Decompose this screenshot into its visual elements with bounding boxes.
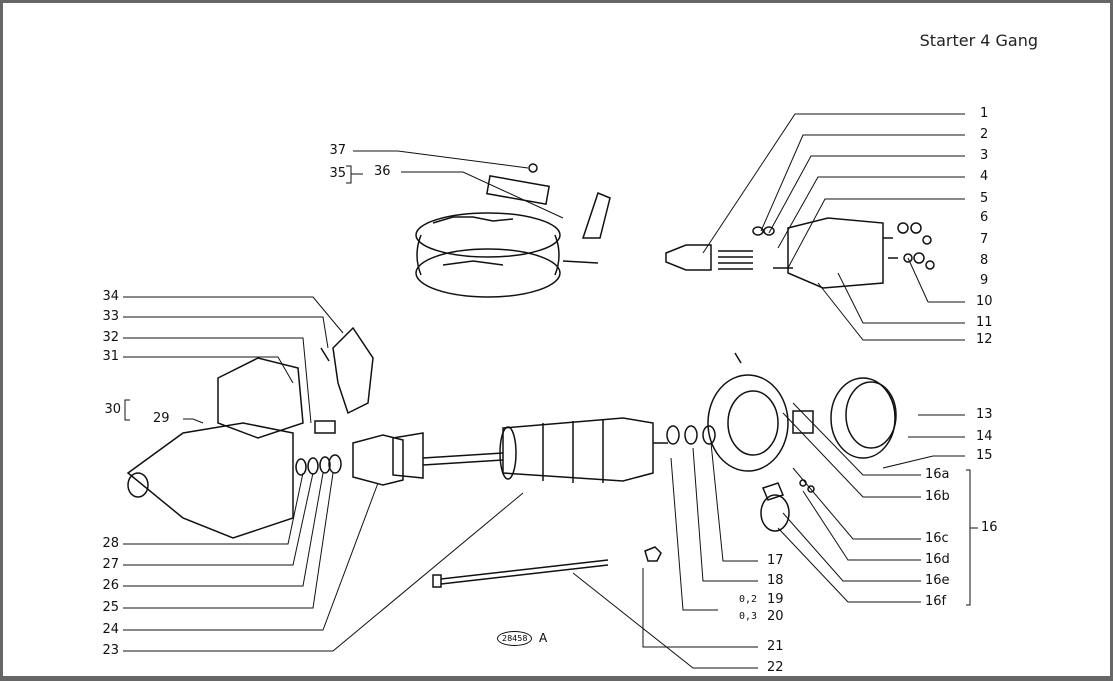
- label-18: 18: [767, 573, 784, 588]
- label-17: 17: [767, 553, 784, 568]
- label-3: 3: [980, 148, 989, 163]
- commutator-end-housing: [707, 352, 897, 532]
- armature: [422, 417, 716, 483]
- through-bolt: [432, 546, 662, 588]
- label-28: 28: [102, 536, 119, 551]
- label-21: 21: [767, 639, 784, 654]
- label-11: 11: [976, 315, 993, 330]
- label-25: 25: [102, 600, 119, 615]
- label-16b: 16b: [925, 489, 950, 504]
- drawing-reference-suffix: A: [539, 631, 548, 645]
- label-16a: 16a: [925, 467, 950, 482]
- label-6: 6: [980, 210, 989, 225]
- label-32: 32: [102, 330, 119, 345]
- leader-lines: [123, 113, 978, 669]
- field-coils: [415, 163, 611, 298]
- label-19: 19: [767, 592, 784, 607]
- label-22: 22: [767, 660, 784, 675]
- label-31: 31: [102, 349, 119, 364]
- label-15: 15: [976, 448, 993, 463]
- label-4: 4: [980, 169, 989, 184]
- label-16: 16: [981, 520, 998, 535]
- label-9: 9: [980, 273, 989, 288]
- shim-thickness-20: 0,3: [739, 611, 758, 622]
- exploded-starter-drawing: [123, 113, 978, 669]
- label-36: 36: [374, 164, 391, 179]
- label-16c: 16c: [925, 531, 949, 546]
- label-34: 34: [102, 289, 119, 304]
- label-35: 35: [329, 166, 346, 181]
- label-26: 26: [102, 578, 119, 593]
- label-20: 20: [767, 609, 784, 624]
- shim-thickness-19: 0,2: [739, 594, 758, 605]
- label-33: 33: [102, 309, 119, 324]
- label-23: 23: [102, 643, 119, 658]
- label-2: 2: [980, 127, 989, 142]
- label-12: 12: [976, 332, 993, 347]
- label-29: 29: [153, 411, 170, 426]
- label-10: 10: [976, 294, 993, 309]
- label-1: 1: [980, 106, 989, 121]
- label-16d: 16d: [925, 552, 950, 567]
- label-30: 30: [104, 402, 121, 417]
- solenoid: [665, 217, 935, 289]
- drive-end-housing: [126, 326, 374, 539]
- label-14: 14: [976, 429, 993, 444]
- diagram-title: Starter 4 Gang: [919, 31, 1038, 50]
- pinion-and-washers: [295, 432, 424, 486]
- label-27: 27: [102, 557, 119, 572]
- label-16f: 16f: [925, 594, 947, 609]
- label-24: 24: [102, 622, 119, 637]
- label-7: 7: [980, 232, 989, 247]
- label-5: 5: [980, 191, 989, 206]
- label-8: 8: [980, 253, 989, 268]
- label-13: 13: [976, 407, 993, 422]
- label-37: 37: [329, 143, 346, 158]
- drawing-reference-number: 28458: [497, 631, 533, 646]
- label-16e: 16e: [925, 573, 950, 588]
